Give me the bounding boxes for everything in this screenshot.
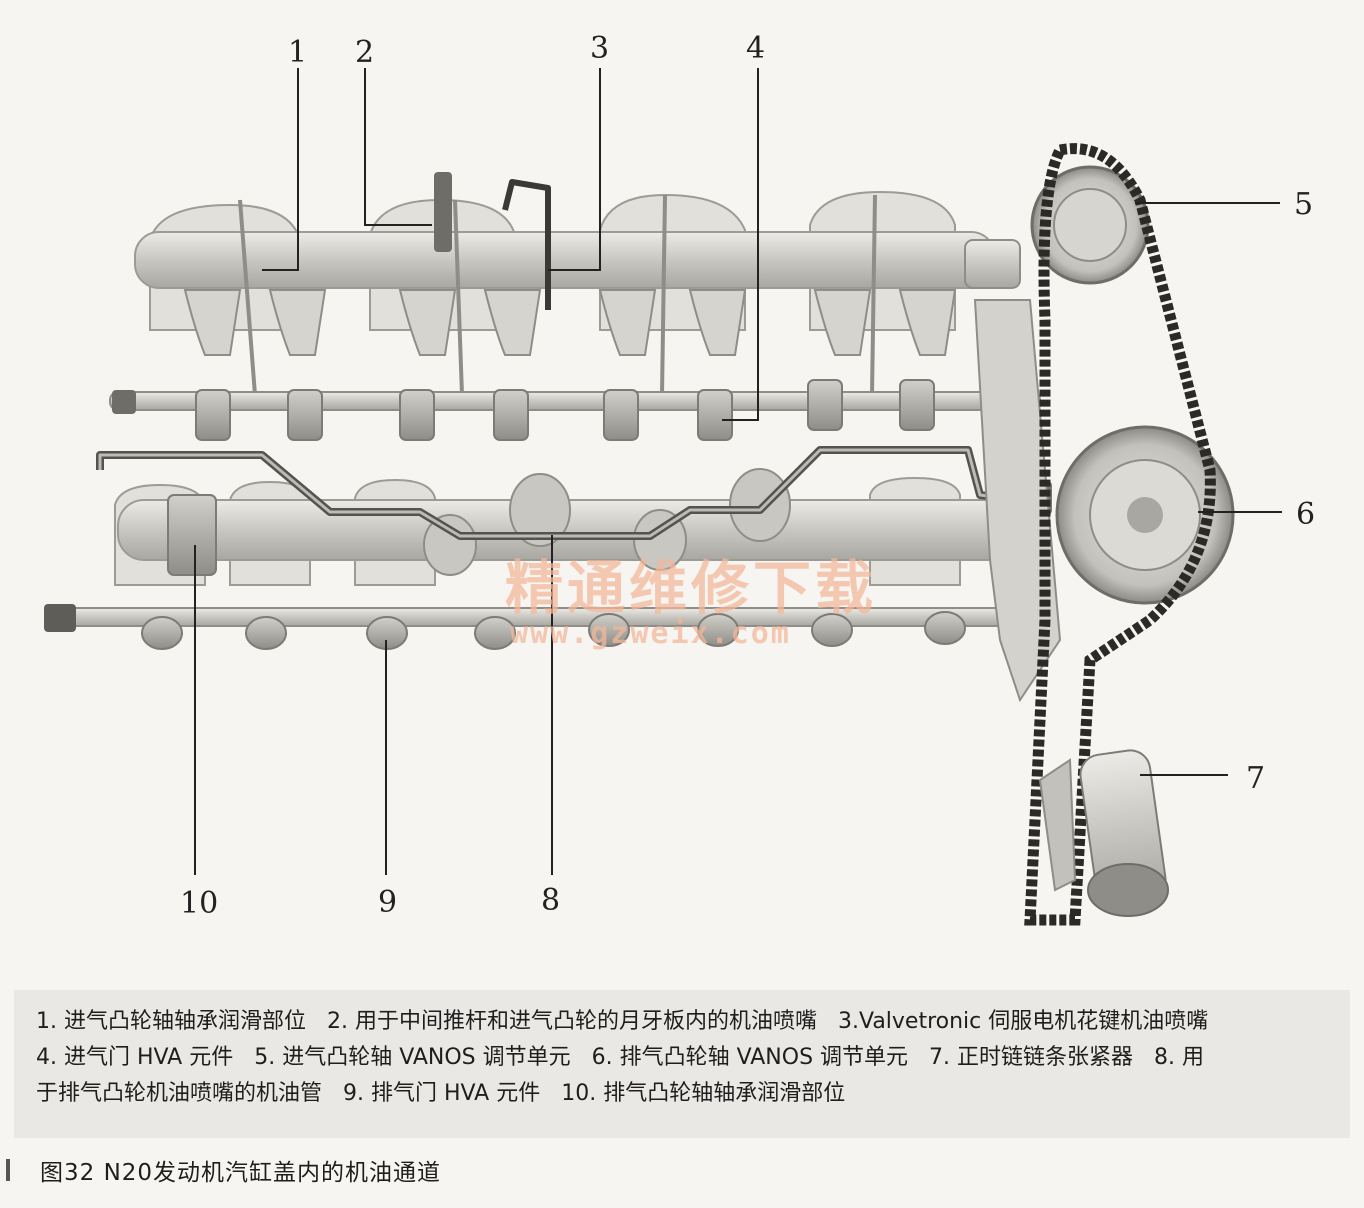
legend-item-6: 6. 排气凸轮轴 VANOS 调节单元 xyxy=(591,1045,909,1070)
callout-10: 10 xyxy=(180,886,218,921)
callout-5: 5 xyxy=(1294,187,1313,222)
callout-2: 2 xyxy=(355,35,374,70)
legend-item-3: 3.Valvetronic 伺服电机花键机油喷嘴 xyxy=(837,1009,1209,1034)
legend-item-9: 9. 排气门 HVA 元件 xyxy=(343,1081,541,1106)
figure-caption: 图32 N20发动机汽缸盖内的机油通道 xyxy=(6,1148,441,1192)
callout-1: 1 xyxy=(288,35,307,70)
legend-item-2: 2. 用于中间推杆和进气凸轮的月牙板内的机油喷嘴 xyxy=(326,1009,817,1034)
legend-item-8-end: 于排气凸轮机油喷嘴的机油管 xyxy=(36,1081,323,1106)
callout-3: 3 xyxy=(590,31,609,66)
callout-6: 6 xyxy=(1296,497,1315,532)
callout-4: 4 xyxy=(746,31,765,66)
legend-item-5: 5. 进气凸轮轴 VANOS 调节单元 xyxy=(254,1045,571,1070)
watermark-url: www.gzweix.com xyxy=(510,616,791,651)
callout-9: 9 xyxy=(378,885,397,920)
callout-8: 8 xyxy=(541,883,560,918)
legend-line-1: 1. 进气凸轮轴轴承润滑部位 2. 用于中间推杆和进气凸轮的月牙板内的机油喷嘴 … xyxy=(36,1004,1332,1040)
legend-item-7: 7. 正时链链条张紧器 xyxy=(929,1045,1134,1070)
callout-7: 7 xyxy=(1246,761,1265,796)
legend-item-1: 1. 进气凸轮轴轴承润滑部位 xyxy=(36,1009,306,1034)
legend-item-4: 4. 进气门 HVA 元件 xyxy=(36,1045,234,1070)
callout-lines xyxy=(194,68,1282,875)
legend-box: 1. 进气凸轮轴轴承润滑部位 2. 用于中间推杆和进气凸轮的月牙板内的机油喷嘴 … xyxy=(14,990,1350,1138)
watermark-text: 精通维修下载 xyxy=(505,554,877,622)
legend-line-3: 于排气凸轮机油喷嘴的机油管 9. 排气门 HVA 元件 10. 排气凸轮轴轴承润… xyxy=(36,1076,1332,1112)
legend-item-10: 10. 排气凸轮轴轴承润滑部位 xyxy=(561,1081,846,1106)
timing-drive xyxy=(964,143,1235,926)
callout-numbers: 1 2 3 4 5 6 7 8 9 10 xyxy=(180,31,1315,921)
intake-camshaft-assembly xyxy=(109,172,1041,441)
legend-item-8-start: 8. 用 xyxy=(1154,1045,1204,1070)
legend-line-2: 4. 进气门 HVA 元件 5. 进气凸轮轴 VANOS 调节单元 6. 排气凸… xyxy=(36,1040,1332,1076)
engine-diagram: 1 2 3 4 5 6 7 8 9 10 精通维修下载 www.gzweix.c… xyxy=(44,31,1315,926)
watermark: 精通维修下载 www.gzweix.com xyxy=(505,554,877,651)
caption-marker xyxy=(6,1159,10,1181)
caption-text: 图32 N20发动机汽缸盖内的机油通道 xyxy=(40,1160,442,1186)
